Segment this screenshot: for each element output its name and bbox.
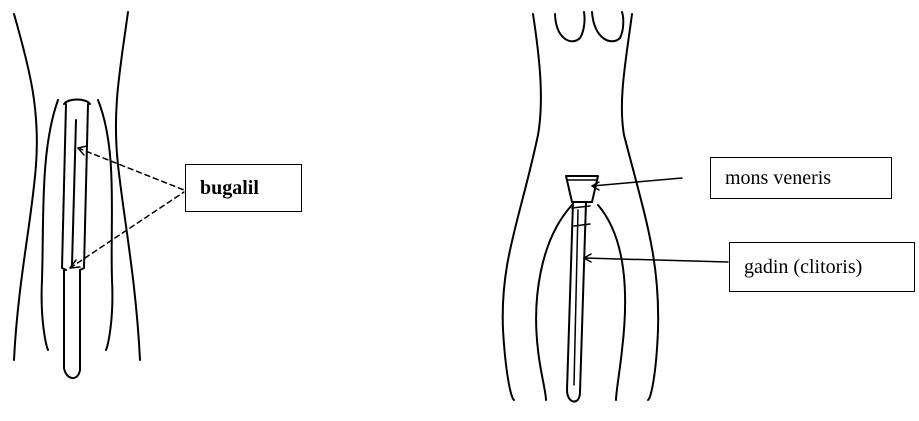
label-mons-veneris: mons veneris — [710, 157, 892, 199]
label-mons-veneris-text: mons veneris — [725, 167, 831, 190]
left-figure-labium-right — [80, 104, 88, 270]
label-bugalil-text: bugalil — [200, 177, 259, 200]
left-figure-inner-contour-right — [98, 100, 112, 350]
left-figure-labium-left — [62, 104, 66, 270]
right-figure-chest-left — [555, 12, 585, 41]
right-figure-contour-right — [622, 14, 658, 400]
label-gadin: gadin (clitoris) — [729, 242, 915, 292]
left-figure-top-cap — [64, 100, 90, 105]
right-figure-chest-right — [592, 12, 623, 41]
label-gadin-text: gadin (clitoris) — [744, 256, 862, 279]
left-figure-tube — [64, 270, 80, 378]
left-figure-inner-contour-left — [42, 100, 58, 350]
right-figure-contour-left — [503, 14, 541, 400]
right-figure-inner-right — [598, 205, 625, 400]
left-figure-center-line — [72, 120, 76, 265]
left-figure-outer-contour-left — [14, 14, 37, 360]
left-figure-outer-contour-right — [116, 12, 140, 360]
label-bugalil: bugalil — [185, 164, 302, 212]
gadin-pointer — [584, 258, 728, 262]
